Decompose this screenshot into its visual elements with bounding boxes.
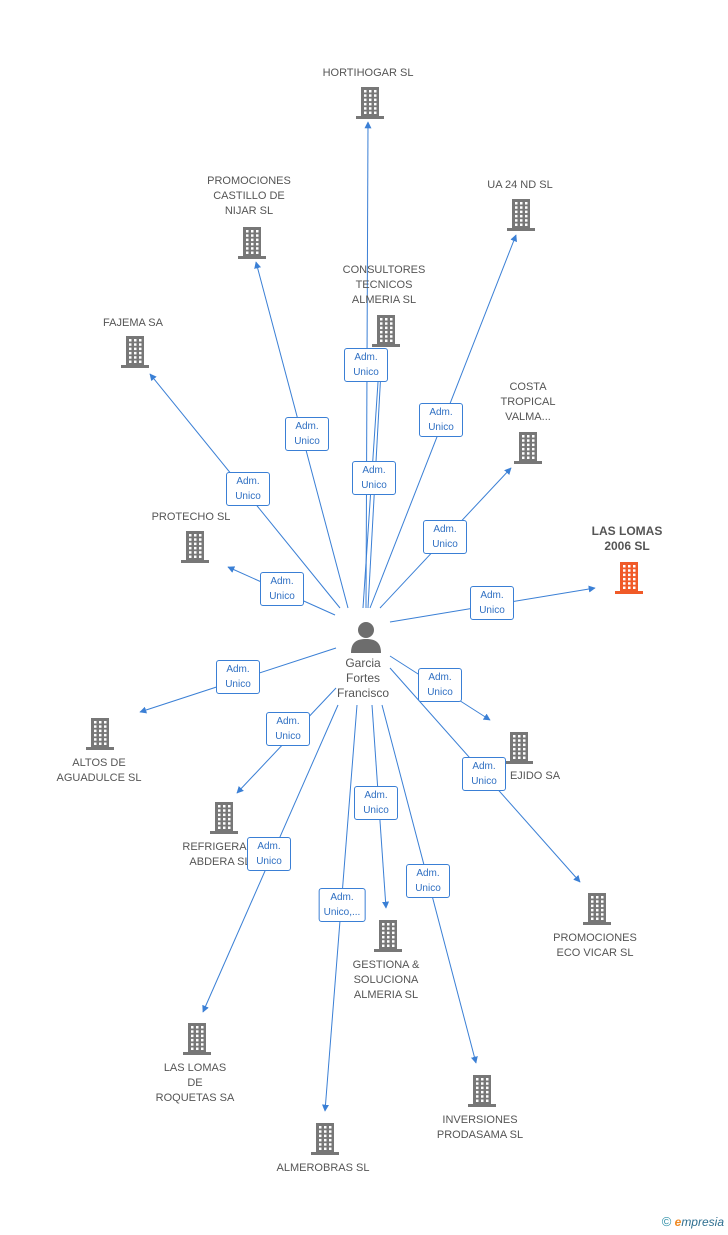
relation-badge-fajema[interactable]: Adm. Unico	[226, 472, 270, 506]
company-label-hortihogar[interactable]: HORTIHOGAR SL	[322, 67, 414, 79]
company-label-inversiones[interactable]: INVERSIONES PRODASAMA SL	[436, 1114, 524, 1141]
copyright-symbol: ©	[661, 1214, 672, 1229]
footer-brand: © empresia	[662, 1214, 724, 1229]
company-label-protecho[interactable]: PROTECHO SL	[151, 511, 231, 523]
relation-badge-las-lomas-roquetas[interactable]: Adm. Unico	[247, 837, 291, 871]
relation-badge-ua24[interactable]: Adm. Unico	[419, 403, 463, 437]
building-icon[interactable]	[613, 560, 645, 599]
brand-logo-text: mpresia	[681, 1215, 724, 1229]
company-label-fajema[interactable]: FAJEMA SA	[103, 317, 163, 329]
building-icon[interactable]	[466, 1073, 498, 1112]
relation-badge-promociones-castillo[interactable]: Adm. Unico	[285, 417, 329, 451]
company-label-promociones-castillo[interactable]: PROMOCIONES CASTILLO DE NIJAR SL	[207, 175, 291, 217]
relation-badge-almerobras[interactable]: Adm. Unico,...	[318, 888, 366, 922]
building-icon[interactable]	[208, 800, 240, 839]
company-label-ejido[interactable]: EJIDO SA	[509, 770, 561, 782]
building-icon[interactable]	[309, 1121, 341, 1160]
company-label-consultores[interactable]: CONSULTORES TECNICOS ALMERIA SL	[342, 264, 426, 306]
relation-badge-promociones-eco[interactable]: Adm. Unico	[462, 757, 506, 791]
company-label-altos-aguadulce[interactable]: ALTOS DE AGUADULCE SL	[56, 757, 142, 784]
relation-badge-gestiona[interactable]: Adm. Unico	[354, 786, 398, 820]
relation-badge-altos-aguadulce[interactable]: Adm. Unico	[216, 660, 260, 694]
company-label-almerobras[interactable]: ALMEROBRAS SL	[276, 1162, 370, 1174]
building-icon[interactable]	[354, 85, 386, 124]
relation-badge-ejido[interactable]: Adm. Unico	[418, 668, 462, 702]
building-icon[interactable]	[181, 1021, 213, 1060]
relation-badge-las-lomas-2006[interactable]: Adm. Unico	[470, 586, 514, 620]
relation-badge-protecho[interactable]: Adm. Unico	[260, 572, 304, 606]
person-name[interactable]: Garcia Fortes Francisco	[336, 656, 389, 700]
person-icon[interactable]	[348, 620, 384, 654]
relation-badge-hortihogar[interactable]: Adm. Unico	[344, 348, 388, 382]
company-label-promociones-eco[interactable]: PROMOCIONES ECO VICAR SL	[553, 932, 637, 959]
building-icon[interactable]	[505, 197, 537, 236]
relation-badge-consultores[interactable]: Adm. Unico	[352, 461, 396, 495]
relation-badge-refrigeracion[interactable]: Adm. Unico	[266, 712, 310, 746]
brand-logo-e: e	[674, 1215, 682, 1229]
building-icon[interactable]	[512, 430, 544, 469]
building-icon[interactable]	[84, 716, 116, 755]
company-label-las-lomas-roquetas[interactable]: LAS LOMAS DE ROQUETAS SA	[155, 1062, 235, 1104]
company-label-ua24[interactable]: UA 24 ND SL	[487, 179, 553, 191]
building-icon[interactable]	[236, 225, 268, 264]
building-icon[interactable]	[119, 334, 151, 373]
relation-badge-costa-tropical[interactable]: Adm. Unico	[423, 520, 467, 554]
company-label-costa-tropical[interactable]: COSTA TROPICAL VALMA...	[500, 381, 556, 423]
building-icon[interactable]	[581, 891, 613, 930]
relation-badge-inversiones[interactable]: Adm. Unico	[406, 864, 450, 898]
company-label-las-lomas-2006[interactable]: LAS LOMAS 2006 SL	[591, 524, 663, 553]
company-label-gestiona[interactable]: GESTIONA & SOLUCIONA ALMERIA SL	[352, 959, 420, 1001]
building-icon[interactable]	[372, 918, 404, 957]
building-icon[interactable]	[503, 730, 535, 769]
building-icon[interactable]	[370, 313, 402, 352]
building-icon[interactable]	[179, 529, 211, 568]
